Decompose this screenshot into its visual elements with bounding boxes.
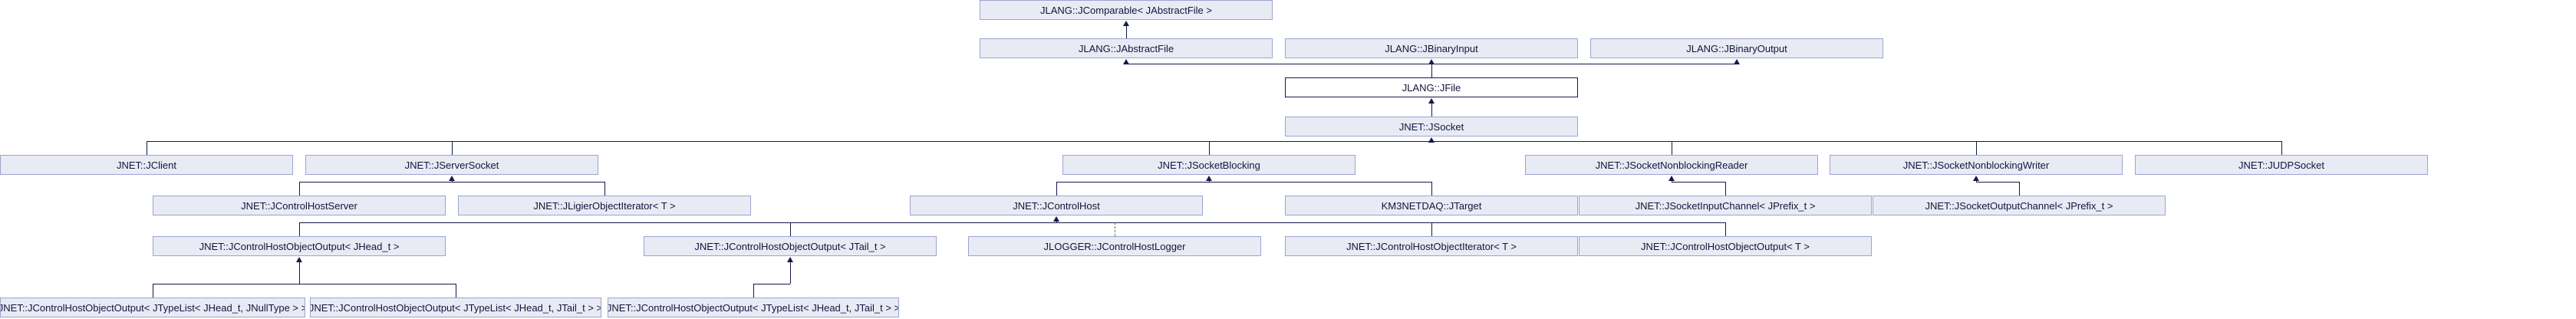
class-node-label: JNET::JControlHostObjectOutput< JHead_t … xyxy=(199,240,400,252)
inheritance-arrowhead xyxy=(787,257,793,262)
class-node[interactable]: JNET::JSocketInputChannel< JPrefix_t > xyxy=(1579,196,1872,215)
edge-segment-vertical xyxy=(790,222,791,236)
edge-segment-vertical xyxy=(1431,64,1432,77)
inheritance-arrowhead xyxy=(1428,98,1435,104)
class-node[interactable]: JLANG::JBinaryOutput xyxy=(1590,38,1883,58)
class-node-label: JNET::JControlHostObjectIterator< T > xyxy=(1346,240,1517,252)
edge-segment-vertical xyxy=(1126,26,1127,38)
class-node-label: JLANG::JFile xyxy=(1402,81,1461,94)
class-node[interactable]: JLANG::JBinaryInput xyxy=(1285,38,1578,58)
class-node[interactable]: JNET::JControlHostObjectOutput< JHead_t … xyxy=(153,236,446,256)
edge-segment-vertical xyxy=(299,182,300,196)
edge-segment-vertical xyxy=(1976,181,1977,182)
inheritance-arrowhead xyxy=(1123,59,1129,64)
class-node-label: JNET::JSocketBlocking xyxy=(1158,159,1260,171)
class-node-label: JLOGGER::JControlHostLogger xyxy=(1043,240,1186,252)
class-node[interactable]: JNET::JControlHostServer xyxy=(153,196,446,215)
class-node-label: JNET::JSocket xyxy=(1398,120,1464,133)
edge-segment-horizontal xyxy=(299,222,1725,223)
edge-segment-vertical xyxy=(1431,104,1432,117)
class-node[interactable]: JNET::JSocketOutputChannel< JPrefix_t > xyxy=(1873,196,2166,215)
class-node[interactable]: JNET::JLigierObjectIterator< T > xyxy=(458,196,751,215)
class-node-label: JNET::JUDPSocket xyxy=(2238,159,2324,171)
inheritance-arrowhead xyxy=(449,176,455,181)
edge-segment-horizontal xyxy=(299,182,604,183)
edge-segment-vertical xyxy=(1725,222,1726,236)
class-node[interactable]: JNET::JControlHostObjectOutput< T > xyxy=(1579,236,1872,256)
class-node-label: JNET::JControlHostObjectOutput< JTail_t … xyxy=(694,240,886,252)
class-node-label: JNET::JControlHostObjectOutput< JTypeLis… xyxy=(608,301,899,314)
class-node[interactable]: JNET::JSocketNonblockingWriter xyxy=(1830,155,2123,175)
edge-segment-horizontal xyxy=(1976,182,2019,183)
edge-segment-vertical xyxy=(299,222,300,236)
class-node-label: JNET::JControlHostObjectOutput< T > xyxy=(1641,240,1810,252)
edge-segment-vertical xyxy=(604,182,605,196)
class-node-label: JNET::JControlHostObjectOutput< JTypeLis… xyxy=(0,301,305,314)
edge-segment-vertical xyxy=(790,262,791,284)
edge-segment-horizontal xyxy=(1672,182,1725,183)
class-node-label: JLANG::JBinaryOutput xyxy=(1686,42,1787,54)
class-node-label: JNET::JControlHostServer xyxy=(241,199,357,212)
class-node-label: JNET::JSocketNonblockingReader xyxy=(1595,159,1748,171)
class-node[interactable]: JNET::JClient xyxy=(0,155,293,175)
class-node[interactable]: JNET::JUDPSocket xyxy=(2135,155,2428,175)
class-node[interactable]: JNET::JControlHostObjectOutput< JTypeLis… xyxy=(0,298,305,317)
inheritance-arrowhead xyxy=(1428,137,1435,143)
class-node[interactable]: JNET::JServerSocket xyxy=(305,155,598,175)
class-node[interactable]: JNET::JControlHostObjectOutput< JTypeLis… xyxy=(608,298,899,317)
class-node[interactable]: JNET::JControlHostObjectOutput< JTypeLis… xyxy=(310,298,601,317)
inheritance-arrowhead xyxy=(1428,59,1435,64)
inheritance-arrowhead xyxy=(296,257,302,262)
edge-segment-vertical xyxy=(1725,182,1726,196)
class-node-label: JNET::JSocketNonblockingWriter xyxy=(1902,159,2050,171)
inheritance-arrowhead xyxy=(1668,176,1675,181)
class-node-label: JNET::JSocketOutputChannel< JPrefix_t > xyxy=(1925,199,2113,212)
edge-segment-vertical xyxy=(452,181,453,182)
edge-segment-vertical xyxy=(1209,181,1210,182)
class-node[interactable]: JNET::JControlHostObjectOutput< JTail_t … xyxy=(644,236,937,256)
class-node-label: JNET::JControlHost xyxy=(1013,199,1100,212)
class-node-label: JLANG::JBinaryInput xyxy=(1385,42,1478,54)
edge-segment-vertical xyxy=(1056,182,1057,196)
class-node[interactable]: JLANG::JComparable< JAbstractFile > xyxy=(980,0,1273,20)
class-node[interactable]: JNET::JSocket xyxy=(1285,117,1578,136)
class-node[interactable]: JLOGGER::JControlHostLogger xyxy=(968,236,1261,256)
class-node[interactable]: JNET::JSocketNonblockingReader xyxy=(1525,155,1818,175)
inheritance-arrowhead xyxy=(1734,59,1740,64)
class-node-label: JNET::JServerSocket xyxy=(404,159,499,171)
edge-segment-vertical xyxy=(299,262,300,284)
edge-segment-vertical xyxy=(452,141,453,155)
class-node[interactable]: JNET::JSocketBlocking xyxy=(1062,155,1356,175)
class-node[interactable]: KM3NETDAQ::JTarget xyxy=(1285,196,1578,215)
edge-segment-vertical xyxy=(2281,141,2282,155)
class-node-label: JNET::JSocketInputChannel< JPrefix_t > xyxy=(1635,199,1816,212)
edge-segment-vertical xyxy=(1976,141,1977,155)
edge-segment-horizontal xyxy=(1056,182,1431,183)
class-node-label: KM3NETDAQ::JTarget xyxy=(1381,199,1482,212)
class-node-label: JNET::JLigierObjectIterator< T > xyxy=(533,199,676,212)
edge-segment-vertical xyxy=(2019,182,2020,196)
class-node[interactable]: JNET::JControlHostObjectIterator< T > xyxy=(1285,236,1578,256)
edge-segment-vertical xyxy=(1431,222,1432,236)
class-node-label: JLANG::JAbstractFile xyxy=(1078,42,1174,54)
edge-segment-horizontal xyxy=(147,141,2281,142)
inheritance-arrowhead xyxy=(1206,176,1212,181)
class-node-label: JNET::JClient xyxy=(116,159,177,171)
inheritance-arrowhead xyxy=(1053,216,1059,222)
class-node[interactable]: JLANG::JFile xyxy=(1285,77,1578,97)
edge-segment-vertical xyxy=(1431,141,1432,143)
class-node-label: JLANG::JComparable< JAbstractFile > xyxy=(1040,4,1212,16)
inheritance-arrowhead xyxy=(1973,176,1979,181)
class-node-label: JNET::JControlHostObjectOutput< JTypeLis… xyxy=(310,301,601,314)
edge-segment-vertical xyxy=(753,284,754,298)
edge-segment-vertical xyxy=(1209,141,1210,155)
inheritance-arrowhead xyxy=(1123,21,1129,26)
class-node[interactable]: JNET::JControlHost xyxy=(910,196,1203,215)
class-node[interactable]: JLANG::JAbstractFile xyxy=(980,38,1273,58)
edge-segment-vertical xyxy=(1431,182,1432,196)
